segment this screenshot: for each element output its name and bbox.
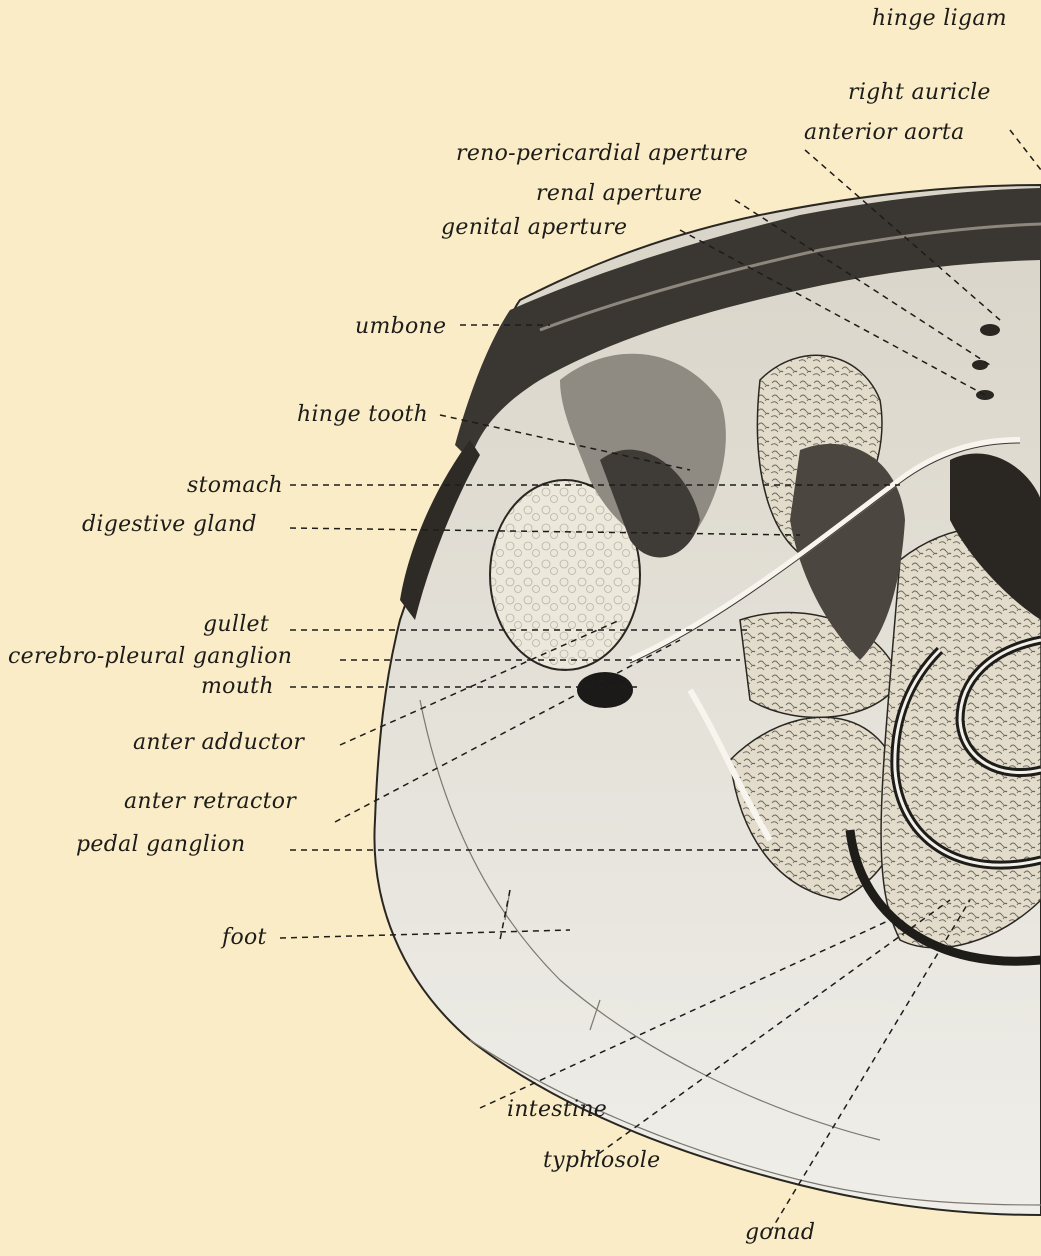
label-foot: foot xyxy=(222,925,267,950)
label-right-auricle: right auricle xyxy=(848,80,991,105)
label-cerebro-pleural-ganglion: cerebro-pleural ganglion xyxy=(8,644,292,669)
label-anterior-aorta: anterior aorta xyxy=(804,120,965,145)
label-renal-aperture: renal aperture xyxy=(536,181,702,206)
label-genital-aperture: genital aperture xyxy=(441,215,627,240)
label-stomach: stomach xyxy=(187,473,283,498)
label-umbone: umbone xyxy=(355,314,446,339)
label-reno-pericardial-aperture: reno-pericardial aperture xyxy=(456,141,748,166)
label-typhlosole: typhlosole xyxy=(543,1148,660,1173)
label-gullet: gullet xyxy=(203,612,269,637)
label-anter-adductor: anter adductor xyxy=(133,730,304,755)
label-pedal-ganglion: pedal ganglion xyxy=(76,832,245,857)
mouth xyxy=(577,672,633,708)
label-intestine: intestine xyxy=(507,1097,607,1122)
label-anter-retractor: anter retractor xyxy=(124,789,296,814)
label-mouth: mouth xyxy=(201,674,274,699)
label-hinge-tooth: hinge tooth xyxy=(297,402,428,427)
label-hinge-ligament: hinge ligam xyxy=(872,6,1007,31)
label-gonad: gonad xyxy=(745,1220,815,1245)
label-digestive-gland: digestive gland xyxy=(82,512,257,537)
